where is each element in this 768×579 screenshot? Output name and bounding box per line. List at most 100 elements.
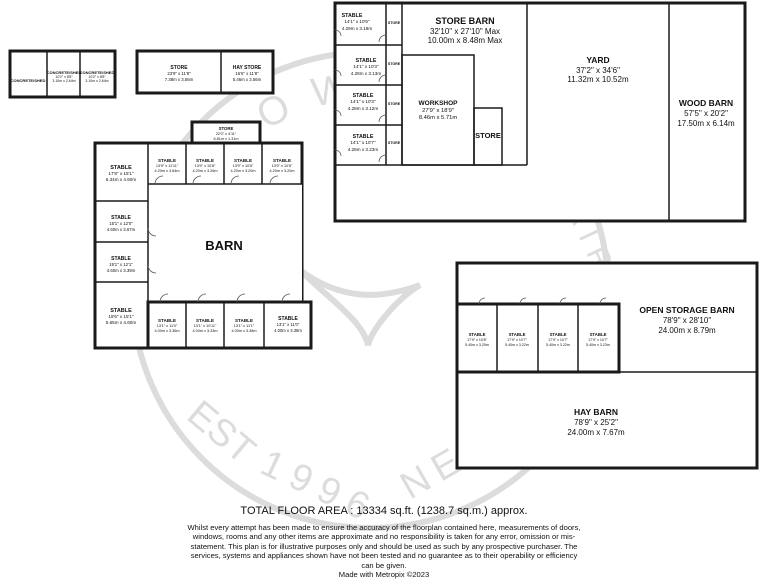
room-ss3-imperial: 14'1" x 10'3" xyxy=(350,99,376,104)
room-ss2-name: STABLE xyxy=(356,58,377,64)
room-store-top-imperial: 22'0" x 4'11" xyxy=(216,132,237,136)
room-ss1-imperial: 14'1" x 10'6" xyxy=(344,19,370,24)
room-wood-barn-imperial: 57'5" x 20'2" xyxy=(684,109,728,118)
room-s-l2-name: STABLE xyxy=(111,215,131,221)
room-os4-imperial: 17'9" x 10'7" xyxy=(588,338,608,342)
room-s-b2-metric: 4.00m x 3.33m xyxy=(192,329,217,333)
room-s-t4-name: STABLE xyxy=(273,158,291,163)
room-osb-imperial: 78'9" x 28'10" xyxy=(663,316,711,325)
room-s-b3-imperial: 13'1" x 11'1" xyxy=(234,324,255,328)
room-concrete-right-metric: 3.10m x 2.64m xyxy=(85,79,108,83)
room-s-b3-metric: 4.00m x 3.38m xyxy=(231,329,256,333)
watermark-est: EST xyxy=(179,393,263,473)
room-ss2-imperial: 14'1" x 10'3" xyxy=(353,64,379,69)
room-hay-barn-metric: 24.00m x 7.67m xyxy=(567,428,625,437)
room-s-b1-name: STABLE xyxy=(158,318,176,323)
concrete-sheds: CONCRETE/SHED CONCRETE/SHED 10'2" x 8'8"… xyxy=(8,49,117,99)
room-s-t2-metric: 4.20m x 3.26m xyxy=(192,169,217,173)
room-store-barn-name: STORE BARN xyxy=(435,16,494,26)
room-hay-store-name: HAY STORE xyxy=(233,65,262,71)
room-hay-barn-imperial: 78'9" x 25'2" xyxy=(574,418,618,427)
room-store-a-imperial: 23'9" x 11'8" xyxy=(167,71,191,76)
room-yard-imperial: 37'2" x 34'6" xyxy=(576,66,620,75)
room-s-b3-name: STABLE xyxy=(235,318,253,323)
room-ss4-imperial: 14'1" x 10'7" xyxy=(350,140,376,145)
room-s-t3-imperial: 13'9" x 10'6" xyxy=(233,164,254,168)
room-os1-name: STABLE xyxy=(469,332,486,337)
room-ss4-metric: 4.28m x 3.23m xyxy=(348,147,379,152)
room-os3-metric: 5.40m x 3.22m xyxy=(546,343,570,347)
room-store-a-name: STORE xyxy=(170,65,188,71)
room-s-bl-imperial: 18'6" x 15'1" xyxy=(108,314,134,319)
room-os4-name: STABLE xyxy=(590,332,607,337)
room-s-b1-imperial: 13'1" x 11'0" xyxy=(157,324,178,328)
room-hay-store-imperial: 16'6" x 11'8" xyxy=(235,71,259,76)
room-ss4-name: STABLE xyxy=(353,134,374,140)
room-s-t2-imperial: 13'9" x 10'8" xyxy=(195,164,216,168)
room-concrete-mid-imperial: 10'2" x 8'8" xyxy=(55,75,73,79)
room-hay-store-metric: 5.46m x 3.56m xyxy=(233,77,262,82)
label-store-1: STORE xyxy=(388,21,401,25)
room-yard-metric: 11.32m x 10.52m xyxy=(567,75,629,84)
made-with-credit: Made with Metropix ©2023 xyxy=(338,570,430,579)
room-concrete-mid-metric: 3.10m x 2.64m xyxy=(52,79,75,83)
room-osb-metric: 24.00m x 8.79m xyxy=(658,326,716,335)
room-concrete-right-name: CONCRETE/SHED xyxy=(80,70,115,75)
room-ss1-name: STABLE xyxy=(342,13,363,19)
room-store-small-name: STORE xyxy=(475,131,501,140)
room-s-tl-metric: 5.34m x 4.60m xyxy=(106,177,137,182)
room-hay-barn-name: HAY BARN xyxy=(574,407,618,417)
room-barn-name: BARN xyxy=(205,238,243,253)
room-ss3-metric: 4.28m x 3.12m xyxy=(348,106,379,111)
room-s-t3-metric: 4.20m x 3.20m xyxy=(230,169,255,173)
room-os3-imperial: 17'9" x 10'7" xyxy=(548,338,568,342)
label-store-4: STORE xyxy=(388,141,401,145)
room-ss2-metric: 4.28m x 3.13m xyxy=(351,71,382,76)
room-ss3-name: STABLE xyxy=(353,93,374,99)
room-osb-name: OPEN STORAGE BARN xyxy=(639,305,734,315)
room-s-t1-imperial: 13'9" x 11'11" xyxy=(156,164,179,168)
room-wood-barn-name: WOOD BARN xyxy=(679,98,733,108)
room-workshop-imperial: 27'9" x 18'9" xyxy=(422,108,454,114)
label-store-3: STORE xyxy=(388,102,401,106)
room-s-l2-imperial: 15'1" x 12'0" xyxy=(109,221,133,226)
room-workshop-name: WORKSHOP xyxy=(419,100,459,107)
room-s-b4-imperial: 13'1" x 11'0" xyxy=(277,322,300,327)
room-concrete-mid-name: CONCRETE/SHED xyxy=(47,70,82,75)
room-ss1-metric: 4.29m x 3.19m xyxy=(342,26,373,31)
room-s-b1-metric: 4.00m x 3.36m xyxy=(154,329,179,333)
room-s-bl-name: STABLE xyxy=(110,308,132,314)
room-concrete-right-imperial: 10'2" x 8'8" xyxy=(88,75,106,79)
room-s-t1-name: STABLE xyxy=(158,158,176,163)
room-s-l3-imperial: 15'1" x 12'1" xyxy=(109,262,133,267)
room-s-tl-imperial: 17'8" x 15'1" xyxy=(108,171,134,176)
room-s-t1-metric: 4.20m x 3.64m xyxy=(154,169,179,173)
room-os4-metric: 5.40m x 3.23m xyxy=(586,343,610,347)
total-floor-area: TOTAL FLOOR AREA : 13334 sq.ft. (1238.7 … xyxy=(240,505,528,517)
room-s-b4-metric: 4.00m x 3.36m xyxy=(274,328,302,333)
room-s-tl-name: STABLE xyxy=(110,165,132,171)
disclaimer: Whilst every attempt has been made to en… xyxy=(187,523,581,570)
barn-complex: STORE 22'0" x 4'11" 6.81m x 1.31m BARN S… xyxy=(93,120,313,350)
room-s-b2-imperial: 13'1" x 10'11" xyxy=(194,324,217,328)
room-os1-metric: 5.40m x 3.25m xyxy=(465,343,489,347)
room-workshop-metric: 8.46m x 5.71m xyxy=(419,115,458,121)
room-s-t2-name: STABLE xyxy=(196,158,214,163)
room-store-a-metric: 7.38m x 3.56m xyxy=(165,77,194,82)
room-s-l3-metric: 4.60m x 3.39m xyxy=(107,268,136,273)
room-s-l2-metric: 4.60m x 3.67m xyxy=(107,227,136,232)
store-barn-complex: STABLE 14'1" x 10'6" 4.29m x 3.19m STABL… xyxy=(333,1,747,223)
room-store-top-name: STORE xyxy=(219,126,234,131)
room-s-l3-name: STABLE xyxy=(111,256,131,262)
label-store-2: STORE xyxy=(388,62,401,66)
room-s-bl-metric: 5.65m x 4.60m xyxy=(106,320,137,325)
room-os2-imperial: 17'9" x 10'7" xyxy=(507,338,527,342)
room-s-t4-metric: 4.20m x 3.20m xyxy=(269,169,294,173)
room-s-t3-name: STABLE xyxy=(234,158,252,163)
room-os3-name: STABLE xyxy=(550,332,567,337)
footer: TOTAL FLOOR AREA : 13334 sq.ft. (1238.7 … xyxy=(0,505,768,579)
room-os1-imperial: 17'9" x 10'8" xyxy=(467,338,487,342)
room-yard-name: YARD xyxy=(586,55,609,65)
room-store-top-metric: 6.81m x 1.31m xyxy=(213,137,238,141)
